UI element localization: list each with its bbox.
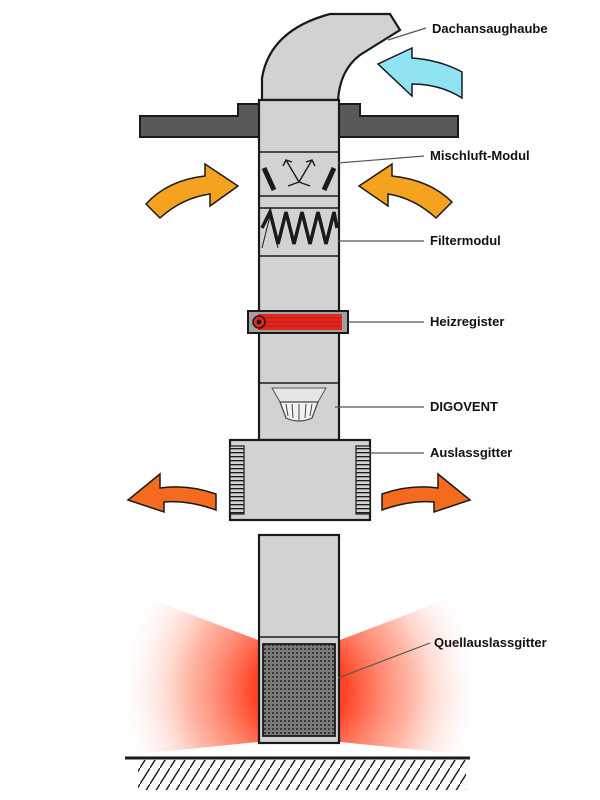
recirc-arrow-left (144, 162, 240, 220)
leader-lines (335, 27, 431, 679)
outlet-box (228, 438, 372, 522)
roof-plate (139, 103, 261, 138)
roof-plate (337, 103, 459, 138)
roof-hood (260, 12, 402, 102)
label-source-outlet-grille: Quellauslassgitter (434, 635, 547, 650)
label-mixed-air-module: Mischluft-Modul (430, 148, 530, 163)
label-roof-hood: Dachansaughaube (432, 21, 548, 36)
filter-module (259, 206, 339, 257)
heater-register (247, 310, 349, 334)
label-filter-module: Filtermodul (430, 233, 501, 248)
mixed-air-module (259, 151, 339, 197)
label-outlet-grille: Auslassgitter (430, 445, 513, 460)
digovent-fan (259, 382, 339, 422)
supply-arrow-right (381, 472, 472, 514)
warm-glow-right (340, 595, 474, 755)
fresh-air-arrow (376, 46, 463, 100)
floor (125, 756, 470, 790)
recirc-arrow-right (357, 162, 454, 220)
label-heater: Heizregister (430, 314, 505, 329)
label-digovent: DIGOVENT (430, 399, 498, 414)
supply-arrow-left (126, 472, 217, 514)
warm-glow-left (126, 595, 259, 755)
source-outlet-grille (262, 643, 336, 737)
